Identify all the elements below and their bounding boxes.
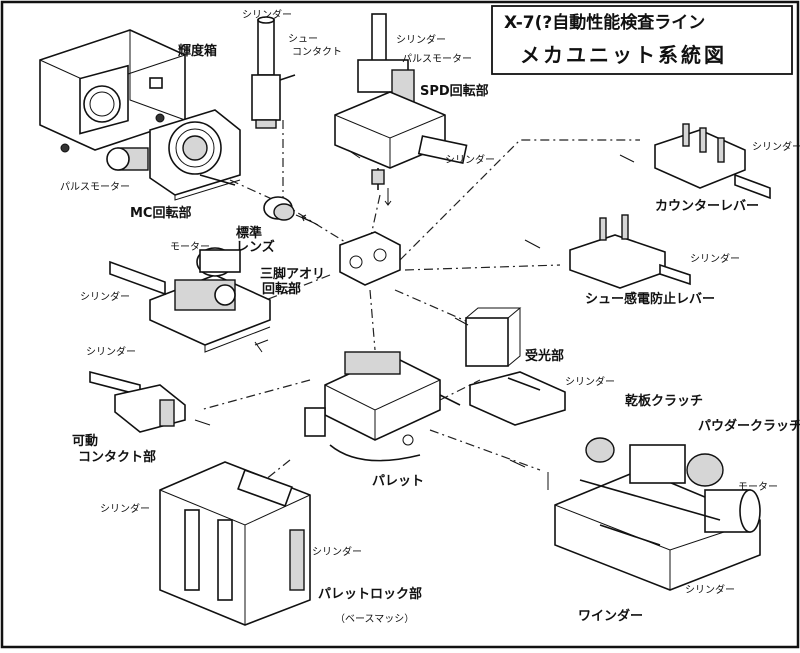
label-motor-right: モーター xyxy=(738,481,778,493)
label-cylinder-kado: シリンダー xyxy=(86,345,136,358)
pallet-unit xyxy=(304,351,461,462)
central-hub xyxy=(339,231,401,286)
label-counter-lever: カウンターレバー xyxy=(655,199,759,214)
label-pulse-motor-top: パルスモーター xyxy=(402,53,472,65)
shoe-contact-unit xyxy=(251,16,296,129)
motion-arrows xyxy=(194,149,635,490)
label-pulse-motor-left: パルスモーター xyxy=(60,181,130,193)
pallet-lock-unit xyxy=(159,461,311,626)
label-cylinder-winder: シリンダー xyxy=(685,583,735,596)
label-spd-rotation: SPD回転部 xyxy=(420,83,489,99)
light-receiver-unit xyxy=(465,307,566,426)
title-line1: X-7(?自動性能検査ライン xyxy=(504,12,705,33)
kiryo-box-unit xyxy=(39,29,186,153)
label-powder-clutch: パウダークラッチ xyxy=(698,418,800,434)
label-cylinder-spd: シリンダー xyxy=(445,153,495,166)
shoe-shock-lever-unit xyxy=(569,214,691,289)
label-winder: ワインダー xyxy=(578,608,643,624)
label-movable-contact: 可動コンタクト部 xyxy=(72,433,156,465)
label-cylinder-top: シリンダー xyxy=(396,33,446,46)
title-line2: メカユニット系統図 xyxy=(520,43,727,67)
label-standard-lens: 標準レンズ xyxy=(236,225,275,255)
label-light-receiver: 受光部 xyxy=(525,348,564,364)
movable-contact-unit xyxy=(89,370,186,433)
label-shoe-contact: シューコンタクト xyxy=(288,34,342,58)
label-motor-left: モーター xyxy=(170,241,210,253)
tripod-tilt-rotation-unit xyxy=(109,247,271,353)
spd-rotation-unit xyxy=(334,13,468,190)
label-tripod-rotation: 三脚アオリ回転部 xyxy=(260,266,325,297)
label-pallet: パレット xyxy=(372,474,424,489)
label-kiryo-box: 輝度箱 xyxy=(178,43,217,59)
label-cylinder-tl: シリンダー xyxy=(242,8,292,21)
label-cylinder-left: シリンダー xyxy=(80,290,130,303)
label-kanpan-clutch: 乾板クラッチ xyxy=(625,393,703,409)
title-block: X-7(?自動性能検査ライン メカユニット系統図 xyxy=(491,5,793,75)
label-base-mass: （ベースマッシ） xyxy=(335,613,414,625)
label-cylinder-juko: シリンダー xyxy=(565,375,615,388)
label-cylinder-pl2: シリンダー xyxy=(312,545,362,558)
counter-lever-unit xyxy=(654,123,771,200)
label-cylinder-shoe: シリンダー xyxy=(690,252,740,265)
winder-unit xyxy=(554,437,761,591)
label-cylinder-pl1: シリンダー xyxy=(100,502,150,515)
title-box xyxy=(491,5,793,75)
label-cylinder-counter: シリンダー xyxy=(752,140,800,153)
label-mc-rotation: MC回転部 xyxy=(130,205,191,221)
mc-rotation-unit xyxy=(106,109,241,201)
label-pallet-lock: パレットロック部 xyxy=(318,586,422,602)
label-shoe-lever: シュー感電防止レバー xyxy=(585,291,715,307)
